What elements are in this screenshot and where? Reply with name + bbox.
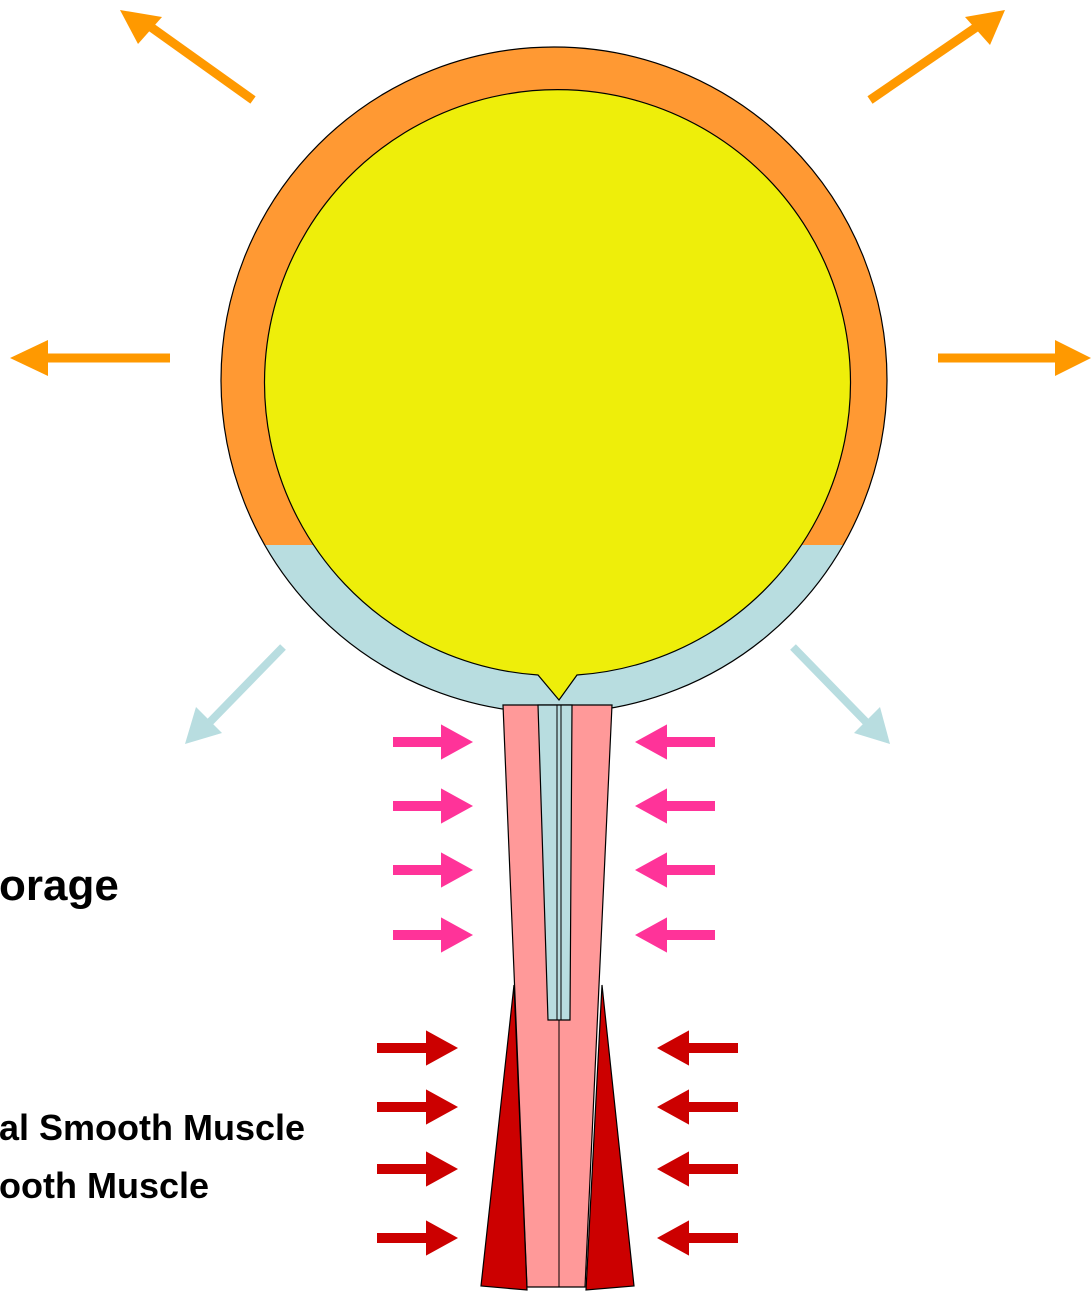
arrow-red-right-2 — [657, 1089, 738, 1124]
arrow-pink-right-2 — [635, 788, 715, 823]
arrow-red-left-2 — [377, 1089, 458, 1124]
arrow-pink-left-1 — [393, 724, 473, 759]
arrow-red-right-3 — [657, 1151, 738, 1186]
arrow-red-left-1 — [377, 1030, 458, 1065]
arrow-pink-left-3 — [393, 852, 473, 887]
arrow-orange-upper-left — [120, 10, 253, 100]
arrow-pink-right-1 — [635, 724, 715, 759]
arrow-orange-upper-right — [870, 10, 1005, 100]
smooth-muscle-label-2: ooth Muscle — [0, 1165, 209, 1207]
arrow-red-left-3 — [377, 1151, 458, 1186]
arrow-lightblue-lower-left — [185, 647, 283, 744]
arrow-pink-left-4 — [393, 917, 473, 952]
arrow-red-right-1 — [657, 1030, 738, 1065]
arrow-lightblue-lower-right — [793, 647, 890, 744]
arrow-pink-right-4 — [635, 917, 715, 952]
storage-label: orage — [0, 861, 119, 911]
arrow-orange-left — [10, 340, 170, 376]
smooth-muscle-label-1: al Smooth Muscle — [0, 1107, 305, 1149]
arrow-red-right-4 — [657, 1220, 738, 1255]
arrow-orange-right — [938, 340, 1091, 376]
arrow-pink-right-3 — [635, 852, 715, 887]
arrow-red-left-4 — [377, 1220, 458, 1255]
arrow-pink-left-2 — [393, 788, 473, 823]
